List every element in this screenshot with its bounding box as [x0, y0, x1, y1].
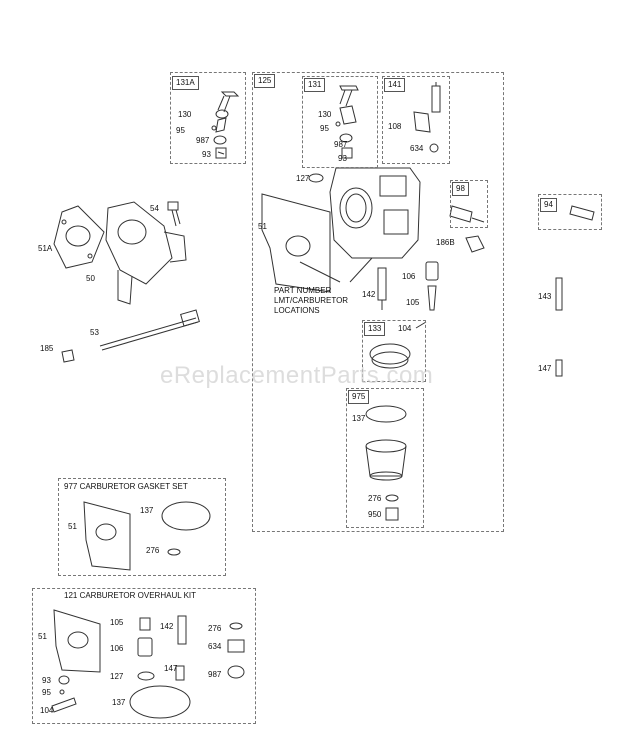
studs-right-drawing	[555, 277, 563, 377]
throttle-shaft-131A-drawing	[211, 91, 240, 159]
callout-98: 98	[452, 182, 469, 196]
label-127b: 127	[110, 672, 124, 681]
label-634a: 634	[410, 144, 424, 153]
label-104b: 104	[40, 706, 54, 715]
group-box-133	[362, 320, 426, 382]
group-box-141	[382, 76, 450, 164]
label-147b: 147	[164, 664, 178, 673]
group-box-125	[252, 72, 504, 532]
label-106b: 106	[110, 644, 124, 653]
group-box-131	[302, 76, 378, 168]
label-130a: 130	[178, 110, 192, 119]
overhaul-kit-drawing	[51, 609, 245, 719]
nut-185-drawing	[61, 349, 75, 363]
label-93b: 93	[338, 154, 347, 163]
callout-94: 94	[540, 198, 557, 212]
gasket-51-main-drawing	[261, 193, 341, 293]
location-note: PART NUMBER LMT/CARBURETOR LOCATIONS	[274, 286, 348, 316]
label-186B: 186B	[436, 238, 455, 247]
gasket-127-drawing	[308, 173, 324, 183]
label-137b: 137	[140, 506, 154, 515]
callout-133: 133	[364, 322, 386, 336]
label-143: 143	[538, 292, 552, 301]
throttle-shaft-131-drawing	[335, 85, 359, 159]
location-note-line1: PART NUMBER	[274, 286, 332, 295]
group-box-94	[538, 194, 602, 230]
carburetor-body-drawing	[329, 167, 421, 283]
watermark: eReplacementParts.com	[160, 362, 434, 389]
group-box-131A	[170, 72, 246, 164]
label-51b: 51	[68, 522, 77, 531]
label-105b: 105	[110, 618, 124, 627]
label-137a: 137	[352, 414, 366, 423]
label-104a: 104	[398, 324, 412, 333]
callout-131: 131	[304, 78, 326, 92]
clamp-133-drawing	[369, 321, 427, 369]
callout-131A: 131A	[172, 76, 199, 90]
label-634b: 634	[208, 642, 222, 651]
label-54: 54	[150, 204, 159, 213]
label-127a: 127	[296, 174, 310, 183]
label-53: 53	[90, 328, 99, 337]
label-987b: 987	[334, 140, 348, 149]
label-108: 108	[388, 122, 402, 131]
label-276b: 276	[146, 546, 160, 555]
label-987c: 987	[208, 670, 222, 679]
location-note-line3: LOCATIONS	[274, 306, 320, 315]
stud-53-drawing	[99, 309, 200, 351]
group-box-975	[346, 388, 424, 528]
group-box-98	[450, 180, 488, 228]
label-276c: 276	[208, 624, 222, 633]
label-95c: 95	[42, 688, 51, 697]
label-130b: 130	[318, 110, 332, 119]
callout-125: 125	[254, 74, 276, 88]
idle-screw-94-drawing	[569, 205, 595, 221]
label-142a: 142	[362, 290, 376, 299]
kit-box-977	[58, 478, 226, 576]
label-51a: 51	[258, 222, 267, 231]
gasket-set-drawing	[83, 501, 211, 571]
label-185: 185	[40, 344, 54, 353]
screw-54-drawing	[167, 201, 181, 227]
label-142b: 142	[160, 622, 174, 631]
intake-manifold-drawing	[53, 201, 187, 305]
callout-975: 975	[348, 390, 370, 404]
label-50: 50	[86, 274, 95, 283]
label-950: 950	[368, 510, 382, 519]
label-95a: 95	[176, 126, 185, 135]
gasket-set-title: 977 CARBURETOR GASKET SET	[64, 482, 188, 491]
label-147a: 147	[538, 364, 552, 373]
label-51c: 51	[38, 632, 47, 641]
choke-shaft-141-drawing	[413, 82, 441, 153]
label-137c: 137	[112, 698, 126, 707]
screw-186B-drawing	[465, 235, 485, 253]
float-bowl-975-drawing	[365, 405, 407, 521]
label-987a: 987	[196, 136, 210, 145]
location-note-line2: LMT/CARBURETOR	[274, 296, 349, 305]
label-106a: 106	[402, 272, 416, 281]
main-jet-parts-drawing	[377, 261, 439, 311]
callout-141: 141	[384, 78, 406, 92]
label-95b: 95	[320, 124, 329, 133]
label-276a: 276	[368, 494, 382, 503]
label-51A: 51A	[38, 244, 53, 253]
label-105a: 105	[406, 298, 420, 307]
label-93c: 93	[42, 676, 51, 685]
kit-box-121	[32, 588, 256, 724]
label-93a: 93	[202, 150, 211, 159]
overhaul-kit-title: 121 CARBURETOR OVERHAUL KIT	[64, 591, 197, 600]
